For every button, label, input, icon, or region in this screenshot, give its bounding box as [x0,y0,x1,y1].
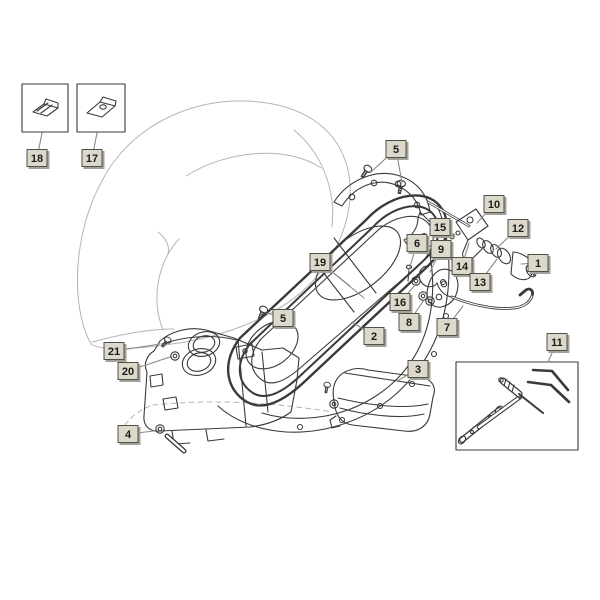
part-label-14[interactable]: 14 [451,257,473,275]
dashed-guide-lines [117,401,333,441]
helmet-compartment-drawing [217,172,459,433]
part-label-11[interactable]: 11 [546,333,568,351]
part-label-12[interactable]: 12 [507,219,529,237]
part-label-15[interactable]: 15 [429,218,451,236]
part-label-13[interactable]: 13 [469,273,491,291]
part-label-21[interactable]: 21 [103,342,125,360]
part-label-1[interactable]: 1 [527,254,549,272]
cover-plate-drawing [329,367,435,432]
inset-box-17 [76,83,126,133]
part-label-5[interactable]: 5 [385,140,407,158]
front-box-drawing [143,328,300,445]
part-label-18[interactable]: 18 [26,149,48,167]
part-label-4[interactable]: 4 [117,425,139,443]
part-label-17[interactable]: 17 [81,149,103,167]
part-label-10[interactable]: 10 [483,195,505,213]
part-label-8[interactable]: 8 [398,313,420,331]
part-label-7[interactable]: 7 [436,318,458,336]
part-label-2[interactable]: 2 [363,327,385,345]
part-label-5[interactable]: 5 [272,309,294,327]
part-label-9[interactable]: 9 [430,240,452,258]
tool-kit-box [455,361,579,451]
lock-assembly-drawing [426,200,537,281]
part-label-20[interactable]: 20 [117,362,139,380]
part-label-6[interactable]: 6 [406,234,428,252]
fasteners-drawing [155,163,407,454]
part-label-3[interactable]: 3 [407,360,429,378]
inset-box-18 [21,83,69,133]
part-label-19[interactable]: 19 [309,253,331,271]
part-label-16[interactable]: 16 [389,293,411,311]
